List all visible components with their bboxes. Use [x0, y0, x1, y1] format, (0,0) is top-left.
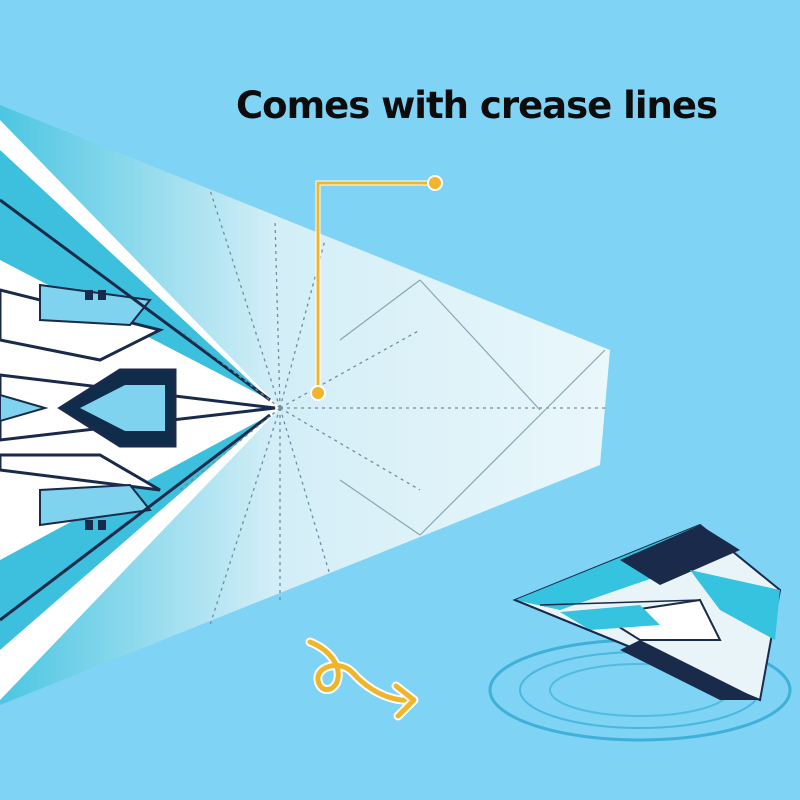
headline: Comes with crease lines [236, 84, 718, 127]
unfolded-paper-sheet [0, 105, 610, 705]
fold-arrow-icon [305, 637, 419, 721]
crease-lines [179, 189, 605, 626]
solid-fold-lines [339, 279, 606, 536]
callout-line [310, 175, 443, 401]
folded-paper-plane [512, 523, 782, 702]
